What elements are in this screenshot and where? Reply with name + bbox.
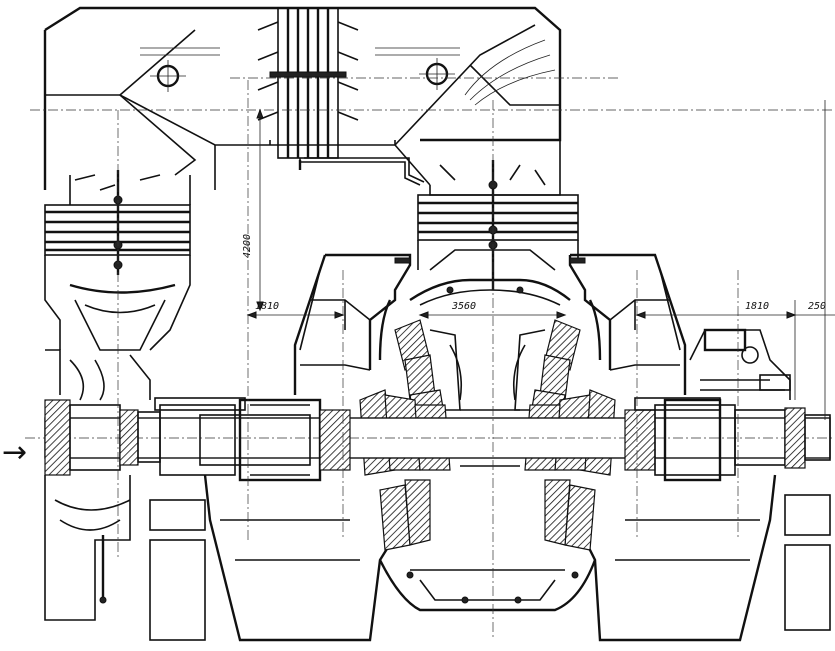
central-inlet-duct [409, 249, 571, 306]
center-lines [30, 77, 835, 640]
lifting-eye-left [150, 60, 186, 92]
rotor-shaft [25, 398, 835, 482]
dim-right-gap: 250 [808, 301, 826, 312]
dimension-lines [246, 100, 835, 420]
right-bellows [417, 140, 579, 290]
foundation-blocks [44, 475, 831, 641]
dim-center-span: 3560 [451, 301, 476, 312]
flow-arrow: → [2, 435, 27, 470]
left-bearing-pedestal [45, 349, 246, 411]
bleed-pipe-2 [304, 157, 425, 183]
left-bellows [44, 170, 191, 351]
lower-casing [203, 474, 777, 642]
dim-height-main: 4200 [242, 234, 253, 258]
crossover-pipe [43, 6, 562, 190]
bleed-pipe [299, 158, 421, 186]
dim-left-span: 1810 [255, 301, 279, 312]
lp-casing-left [293, 253, 412, 395]
dim-right-span: 1810 [745, 301, 769, 312]
lp-casing-right [568, 253, 687, 395]
right-bearing-pedestal [634, 328, 791, 411]
lifting-eye-right [419, 58, 455, 90]
